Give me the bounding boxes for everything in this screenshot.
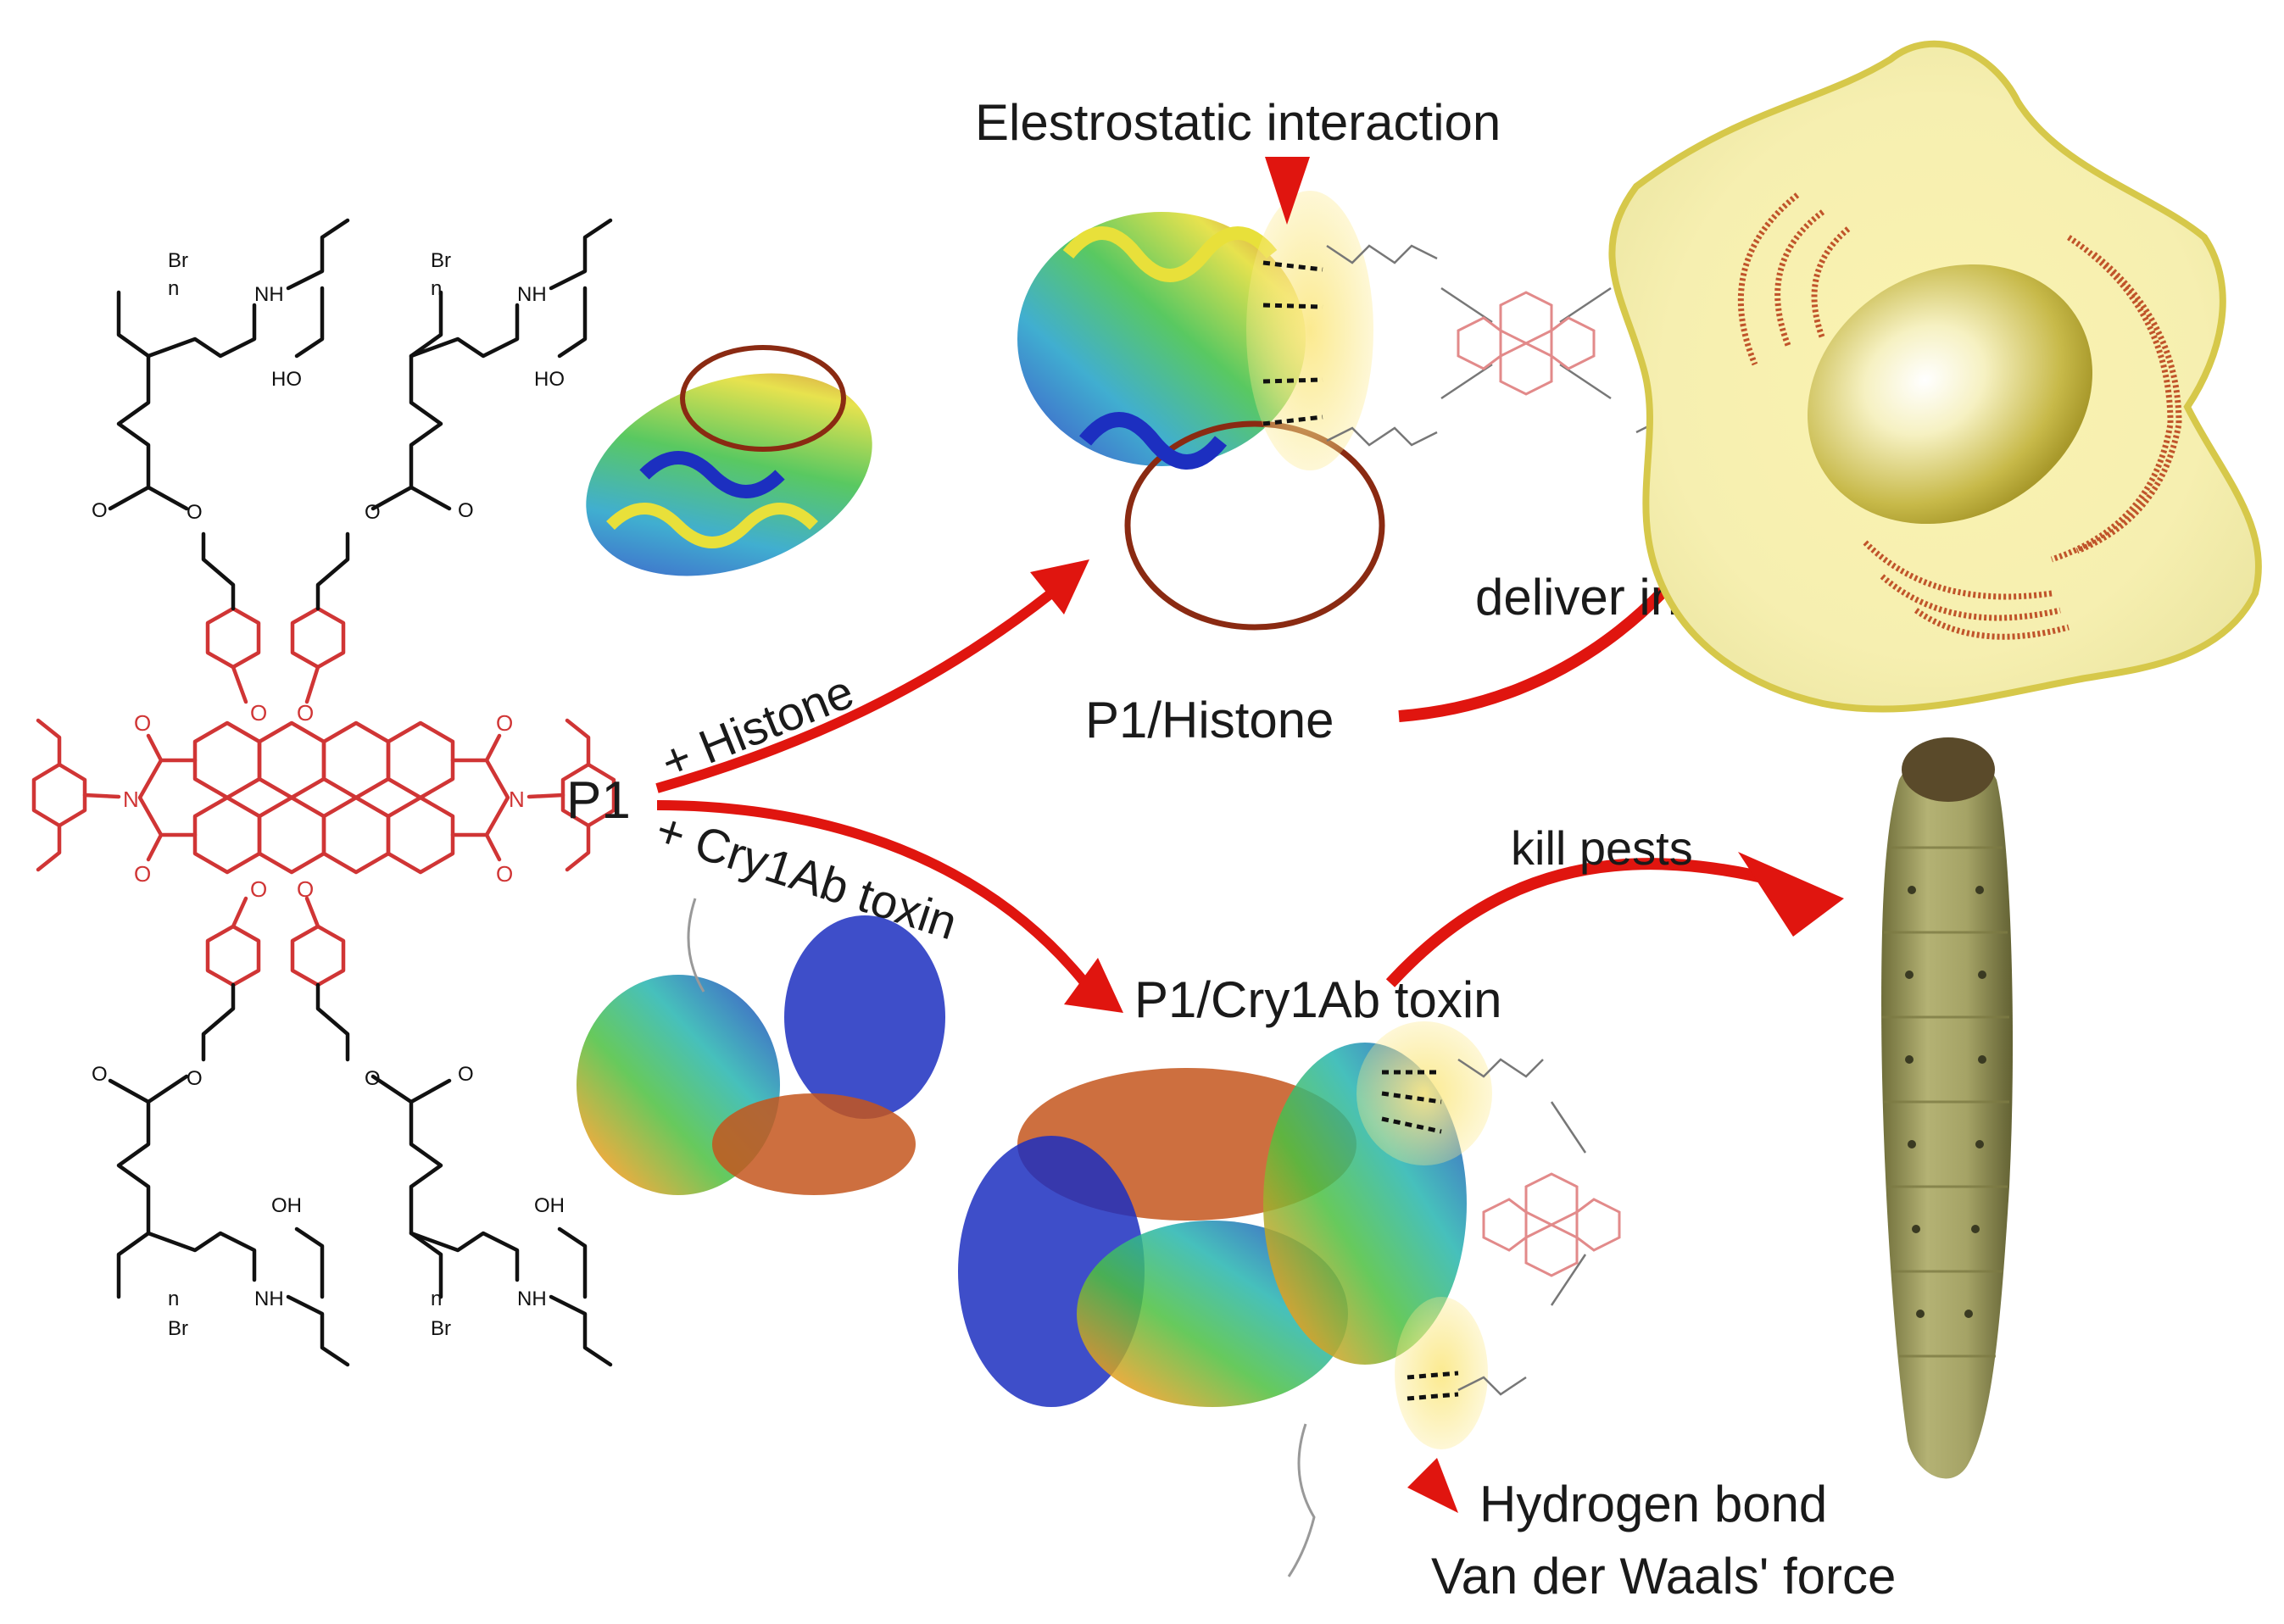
endoplasmic-reticulum (1737, 192, 2182, 640)
perylene-diimide-core: N N O O O O O O O O (31, 606, 616, 987)
br-ll: Br (168, 1317, 188, 1340)
ester-o-lr: O (365, 1067, 381, 1090)
arrow-to-cry-complex-head (1064, 958, 1123, 1013)
p1-label: P1 (566, 771, 631, 830)
n-index-ur: n (431, 277, 442, 300)
kill-pests-label: kill pests (1511, 821, 1693, 875)
p1-cry-label: P1/Cry1Ab toxin (1134, 971, 1502, 1028)
p1-cry-complex (958, 1021, 1621, 1577)
electrostatic-halo (1246, 191, 1373, 470)
carbonyl-o-ul: O (92, 499, 108, 522)
ether-o-4: O (297, 876, 314, 902)
ether-o-1: O (250, 700, 267, 726)
p1-sketch-cry (1457, 1058, 1587, 1396)
arrow-to-histone-complex-head (1030, 559, 1089, 615)
p1-sketch-core-histone (1457, 291, 1596, 396)
carbonyl-o-4: O (496, 861, 513, 887)
hbond-halo-lower (1395, 1297, 1488, 1449)
nh-ul: NH (254, 283, 284, 306)
carbonyl-o-ur: O (458, 499, 474, 522)
p1-histone-label: P1/Histone (1085, 692, 1334, 748)
p1-sketch-core-cry (1482, 1172, 1621, 1277)
arrow-to-histone-complex (655, 589, 1055, 793)
imide-n-left: N (123, 787, 139, 812)
carbonyl-o-3: O (496, 710, 513, 736)
br-ur: Br (431, 249, 451, 272)
polymer-arms: O O NH HO Br n O O NH HO Br n O (92, 218, 613, 1367)
hbond-halo-upper (1356, 1021, 1492, 1165)
br-lr: Br (431, 1317, 451, 1340)
arrow-kill-pests-head (1738, 852, 1844, 937)
ester-o-ul: O (187, 501, 203, 524)
carbonyl-o-1: O (134, 710, 151, 736)
p1-histone-complex (1017, 191, 1705, 631)
ether-o-2: O (297, 700, 314, 726)
hbond-pointer (1407, 1458, 1458, 1513)
cry1ab-toxin-ribbon (577, 898, 945, 1195)
br-ul: Br (168, 249, 188, 272)
imide-n-right: N (509, 787, 525, 812)
nh-ur: NH (517, 283, 547, 306)
vdw-label: Van der Waals' force (1431, 1548, 1896, 1605)
arrow-to-cry-complex (656, 800, 1089, 987)
histone-protein-ribbon (586, 345, 872, 576)
n-index-ul: n (168, 277, 179, 300)
p1-structure: N N O O O O O O O O (31, 218, 616, 1367)
nh-ll: NH (254, 1288, 284, 1310)
n-index-lr: n (431, 1288, 442, 1310)
cell-nucleus (1807, 264, 2093, 525)
ho-ur: HO (534, 368, 565, 391)
oh-lr: OH (534, 1194, 565, 1217)
ether-o-3: O (250, 876, 267, 902)
hbond-label: Hydrogen bond (1479, 1476, 1827, 1532)
carbonyl-o-lr: O (458, 1063, 474, 1086)
n-index-ll: n (168, 1288, 179, 1310)
nh-lr: NH (517, 1288, 547, 1310)
carbonyl-o-2: O (134, 861, 151, 887)
arrow-kill-pests (1385, 858, 1782, 987)
larva-illustration (1881, 737, 2014, 1479)
carbonyl-o-ll: O (92, 1063, 108, 1086)
electrostatic-label: Elestrostatic interaction (975, 94, 1501, 151)
ester-o-ll: O (187, 1067, 203, 1090)
ho-ul: HO (271, 368, 302, 391)
electrostatic-pointer (1265, 157, 1310, 225)
cell-illustration (1608, 40, 2262, 713)
oh-ll: OH (271, 1194, 302, 1217)
larva-head (1902, 737, 1995, 802)
